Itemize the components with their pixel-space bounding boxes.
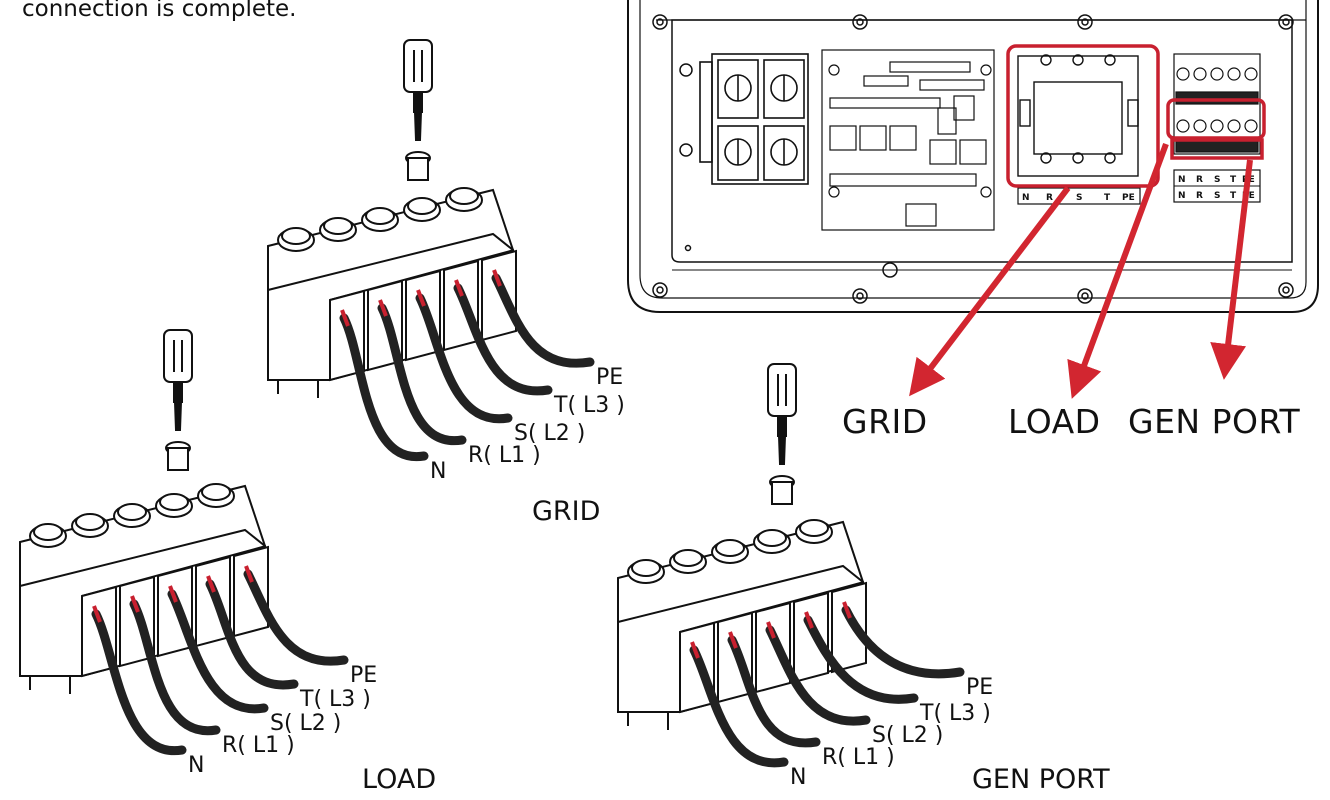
wire-label: T( L3 ) [299,687,371,712]
grid-terminal-block: N R( L1 )S( L2 ) T( L3 ) PE [267,39,625,484]
wire-label: N [790,765,806,790]
block-body [19,483,269,694]
wire-label: S( L2 ) [872,723,943,748]
gen-port-terminal-block: N R( L1 )S( L2 )T( L3 )PE [617,363,993,790]
wire-labels: N R( L1 )S( L2 )T( L3 )PE [188,663,377,778]
intro-text: connection is complete. [22,0,297,22]
wire-labels: N R( L1 )S( L2 )T( L3 )PE [790,675,993,790]
wire-label: PE [350,663,377,688]
wire-bundle [91,565,349,756]
gen-terminal-label: T [1230,175,1237,185]
grid-highlight-frame [1006,44,1160,188]
inverter-panel [627,0,1319,313]
wire-label: R( L1 ) [222,733,295,758]
gen-port-arrow [1210,159,1253,380]
highlight-frames [1006,44,1266,188]
wire-bundle [339,269,595,461]
gen-terminal-label: T [1230,191,1237,201]
wire-label: R( L1 ) [822,745,895,770]
grid-terminal-label: S [1076,193,1082,203]
grid-block-caption: GRID [532,496,601,527]
wire-label: PE [966,675,993,700]
screwdriver-icon [403,39,433,181]
gen-terminal-label: R [1196,191,1203,201]
gen-terminal-label: N [1178,191,1186,201]
callout-arrows [909,142,1253,399]
gen-terminal-label: S [1214,191,1220,201]
gen-terminal-label: R [1196,175,1203,185]
load-highlight-frame [1166,98,1266,140]
block-body [617,519,867,730]
wire-label: N [430,459,446,484]
gen-highlight-frame [1170,138,1264,160]
gen-port-block-caption: GEN PORT [972,764,1110,795]
load-callout-label: LOAD [1008,402,1101,441]
wire-label: T( L3 ) [553,393,625,418]
grid-terminal-label: R [1046,193,1053,203]
wire-label: T( L3 ) [919,701,991,726]
grid-terminal-label: T [1104,193,1111,203]
wire-labels: N R( L1 )S( L2 ) T( L3 ) PE [430,365,625,484]
screwdriver-icon [163,329,193,471]
screwdriver-icon [767,363,797,505]
wire-label: S( L2 ) [514,421,585,446]
load-block-caption: LOAD [362,764,437,795]
grid-arrow [909,186,1071,397]
wire-label: N [188,753,204,778]
block-body [267,187,517,398]
grid-terminal-labels: N R S T PE [1022,193,1135,203]
gen-port-callout-label: GEN PORT [1128,402,1301,441]
load-terminal-block: N R( L1 )S( L2 )T( L3 )PE [19,329,377,778]
gen-terminal-label: S [1214,175,1220,185]
grid-terminal-label: PE [1122,193,1135,203]
wire-label: PE [596,365,623,390]
wire-bundle [689,601,965,768]
gen-terminal-label: N [1178,175,1186,185]
grid-callout-label: GRID [842,402,928,441]
grid-terminal-label: N [1022,193,1030,203]
wire-label: R( L1 ) [468,443,541,468]
wire-label: S( L2 ) [270,711,341,736]
load-arrow [1067,142,1169,399]
